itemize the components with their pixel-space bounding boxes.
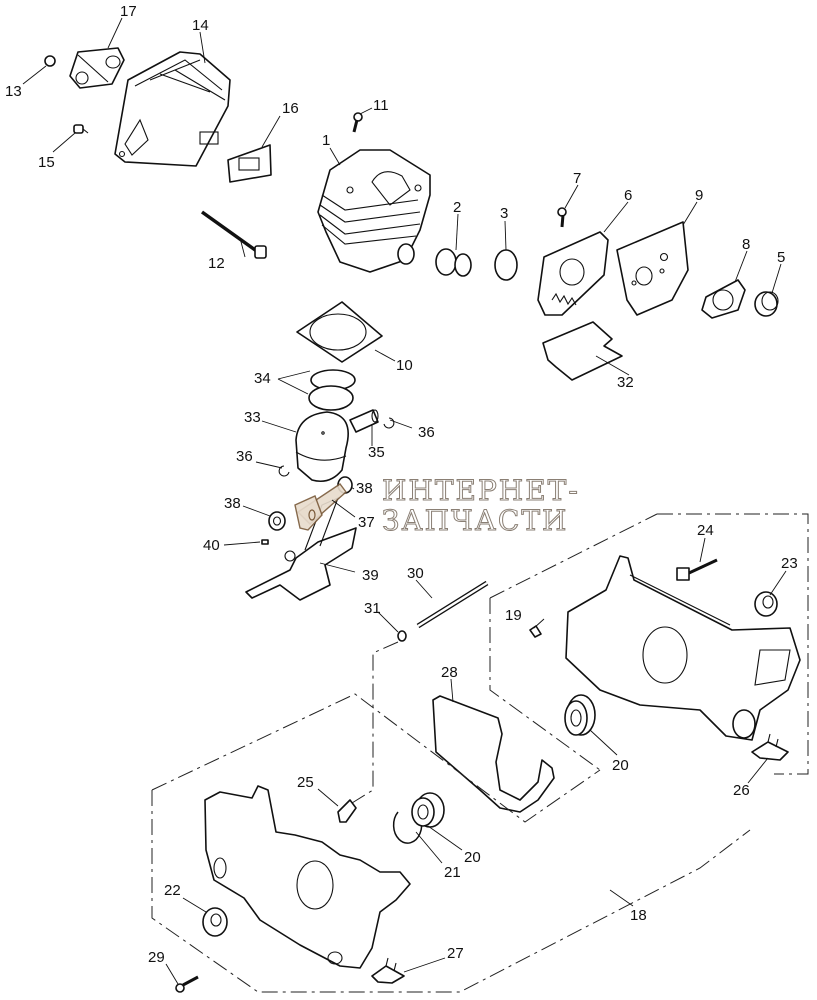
bolt-15 [73, 124, 89, 134]
callout-39: 39 [362, 567, 379, 584]
cylinder-1 [317, 149, 431, 273]
callout-33: 33 [244, 409, 261, 426]
callout-20a: 20 [612, 757, 629, 774]
sleeve-5 [754, 291, 779, 317]
piston-33 [295, 411, 349, 483]
callout-2: 2 [453, 199, 461, 216]
muffler-plate-17 [69, 47, 125, 89]
leader-lines [22, 17, 787, 985]
grommet-31 [397, 630, 407, 642]
gasket-32 [542, 321, 623, 381]
chainsaw-icon [294, 483, 347, 531]
fitting-25 [337, 799, 357, 823]
cylinder-gasket-10 [296, 301, 383, 363]
callout-11: 11 [373, 97, 389, 114]
callout-9: 9 [695, 187, 703, 204]
watermark-line2: ЗАПЧАСТИ [382, 504, 568, 537]
callout-21: 21 [444, 864, 461, 881]
pin-19 [529, 625, 542, 638]
callout-22: 22 [164, 882, 181, 899]
ball-bearing-20b [411, 792, 445, 828]
circlip-36b [278, 465, 290, 477]
bracket-27 [371, 957, 405, 984]
watermark: ИНТЕРНЕТ- ЗАПЧАСТИ [294, 474, 580, 538]
callout-10: 10 [396, 357, 413, 374]
callout-25: 25 [297, 774, 314, 791]
crankcase-right-half [565, 555, 801, 741]
callout-19: 19 [505, 607, 522, 624]
bracket-26 [751, 733, 789, 761]
callout-7: 7 [573, 170, 581, 187]
assembly-line [351, 641, 399, 804]
callout-40: 40 [203, 537, 220, 554]
insulator-gasket-9 [616, 221, 689, 316]
piston-rings-34 [308, 369, 356, 411]
callout-23: 23 [781, 555, 798, 572]
callout-18: 18 [630, 907, 647, 924]
callout-5: 5 [777, 249, 785, 266]
muffler-14 [114, 51, 231, 167]
cylinder-bolt-11 [352, 112, 363, 133]
callout-37: 37 [358, 514, 375, 531]
callout-26: 26 [733, 782, 750, 799]
oil-seal-22 [202, 907, 228, 937]
watermark-line1: ИНТЕРНЕТ- [382, 474, 580, 507]
crankcase-left-boundary [151, 693, 601, 823]
callout-16: 16 [282, 100, 299, 117]
carburetor-holder-6 [537, 231, 609, 316]
callout-36a: 36 [418, 424, 435, 441]
flange-8 [701, 279, 746, 319]
nut-13 [44, 55, 56, 67]
callout-34: 34 [254, 370, 271, 387]
piston-pin-35 [349, 409, 379, 433]
bolt-29 [175, 975, 199, 993]
callout-15: 15 [38, 154, 55, 171]
circlip-36a [383, 417, 395, 429]
oil-tube-30 [416, 580, 489, 629]
ball-bearing-20a [564, 694, 596, 736]
callout-31: 31 [364, 600, 381, 617]
crankcase-left-half [204, 785, 411, 969]
callout-20b: 20 [464, 849, 481, 866]
callout-6: 6 [624, 187, 632, 204]
callout-14: 14 [192, 17, 209, 34]
callout-8: 8 [742, 236, 750, 253]
key-40 [261, 539, 269, 545]
callout-38b: 38 [356, 480, 373, 497]
callout-13: 13 [5, 83, 22, 100]
callout-3: 3 [500, 205, 508, 222]
oil-seal-23 [754, 591, 778, 617]
callout-38a: 38 [224, 495, 241, 512]
crankcase-left-outer [151, 790, 751, 993]
callout-35: 35 [368, 444, 385, 461]
callout-28: 28 [441, 664, 458, 681]
callout-27: 27 [447, 945, 464, 962]
callout-17: 17 [120, 3, 137, 20]
screw-7 [557, 207, 567, 228]
muffler-bolt-12 [200, 210, 267, 259]
crankcase-right-boundary [489, 513, 809, 775]
o-ring-3 [494, 249, 518, 281]
callout-12: 12 [208, 255, 225, 272]
washer-38 [268, 511, 286, 531]
callout-30: 30 [407, 565, 424, 582]
callout-32: 32 [617, 374, 634, 391]
callout-36b: 36 [236, 448, 253, 465]
muffler-gasket-16 [227, 144, 272, 183]
intake-boot-2 [435, 248, 472, 277]
crankcase-gasket-28 [432, 695, 555, 813]
callout-24: 24 [697, 522, 714, 539]
callout-labels: 13 17 14 15 16 12 11 1 2 3 7 6 9 8 5 32 … [5, 3, 798, 966]
stud-bolt-24 [676, 558, 718, 581]
callout-1: 1 [322, 132, 330, 149]
callout-29: 29 [148, 949, 165, 966]
